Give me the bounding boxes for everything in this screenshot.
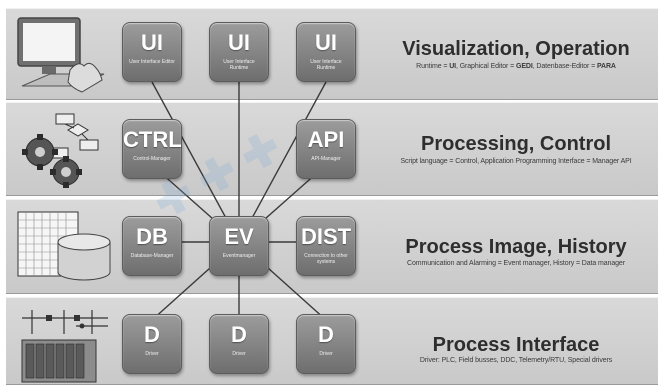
driver-box-1: D Driver <box>122 314 182 374</box>
driver-sub-2: Driver <box>232 351 246 357</box>
ui-editor-box: UI User Interface Editor <box>122 22 182 82</box>
layer-title-process-image: Process Image, History <box>405 236 627 258</box>
driver-sub-1: Driver <box>145 351 159 357</box>
subtitle-part-bold: UI <box>449 63 456 70</box>
ui-runtime-sub-1: User Interface Runtime <box>223 59 255 71</box>
ui-editor-label: UI <box>141 30 163 55</box>
ui-runtime-label-1: UI <box>228 30 250 55</box>
plc-hardware-icon <box>21 310 108 383</box>
ev-label: EV <box>224 224 254 249</box>
layer-subtitle-process-image: Communication and Alarming = Event manag… <box>407 260 625 267</box>
layer-title-visualization: Visualization, Operation <box>402 38 630 60</box>
api-sub: API-Manager <box>311 156 341 162</box>
layer-subtitle-visualization: Runtime = UI, Graphical Editor = GEDI, D… <box>380 63 652 70</box>
layer-title-process-interface: Process Interface <box>432 334 600 356</box>
ui-runtime-sub-2: User Interface Runtime <box>310 59 342 71</box>
db-label: DB <box>136 224 168 249</box>
ui-runtime-box-2: UI User Interface Runtime <box>296 22 356 82</box>
subtitle-part: , Datenbase-Editor = <box>532 63 597 70</box>
subtitle-part: Runtime = <box>416 63 450 70</box>
driver-label-1: D <box>144 322 160 347</box>
gears-flowchart-icon <box>22 113 99 188</box>
ui-runtime-box-1: UI User Interface Runtime <box>209 22 269 82</box>
ctrl-label: CTRL <box>123 127 182 152</box>
grid-database-icon <box>17 211 111 281</box>
ctrl-box: CTRL Control-Manager <box>122 119 182 179</box>
ev-box: EV Eventmanager <box>209 216 269 276</box>
dist-label: DIST <box>300 224 352 249</box>
db-box: DB Database-Manager <box>122 216 182 276</box>
driver-sub-3: Driver <box>319 351 333 357</box>
driver-label-3: D <box>318 322 334 347</box>
db-sub: Database-Manager <box>130 253 174 259</box>
driver-label-2: D <box>231 322 247 347</box>
driver-box-2: D Driver <box>209 314 269 374</box>
computer-monitor-hand-icon <box>17 17 105 93</box>
driver-box-3: D Driver <box>296 314 356 374</box>
dist-box: DIST Connection to other systems <box>296 216 356 276</box>
subtitle-part: , Graphical Editor = <box>456 63 516 70</box>
ev-sub: Eventmanager <box>222 253 256 259</box>
ctrl-sub: Control-Manager <box>133 156 171 162</box>
api-box: API API-Manager <box>296 119 356 179</box>
layer-subtitle-process-interface: Driver: PLC, Field busses, DDC, Telemetr… <box>419 357 613 364</box>
layer-title-processing: Processing, Control <box>420 133 612 155</box>
dist-sub: Connection to other systems <box>304 253 348 265</box>
subtitle-part-bold: PARA <box>596 63 616 70</box>
ui-editor-sub: User Interface Editor <box>129 59 175 65</box>
ui-runtime-label-2: UI <box>315 30 337 55</box>
layer-subtitle-processing: Script language = Control, Application P… <box>400 158 632 165</box>
api-label: API <box>307 127 345 152</box>
subtitle-part-bold: GEDI <box>515 63 533 70</box>
